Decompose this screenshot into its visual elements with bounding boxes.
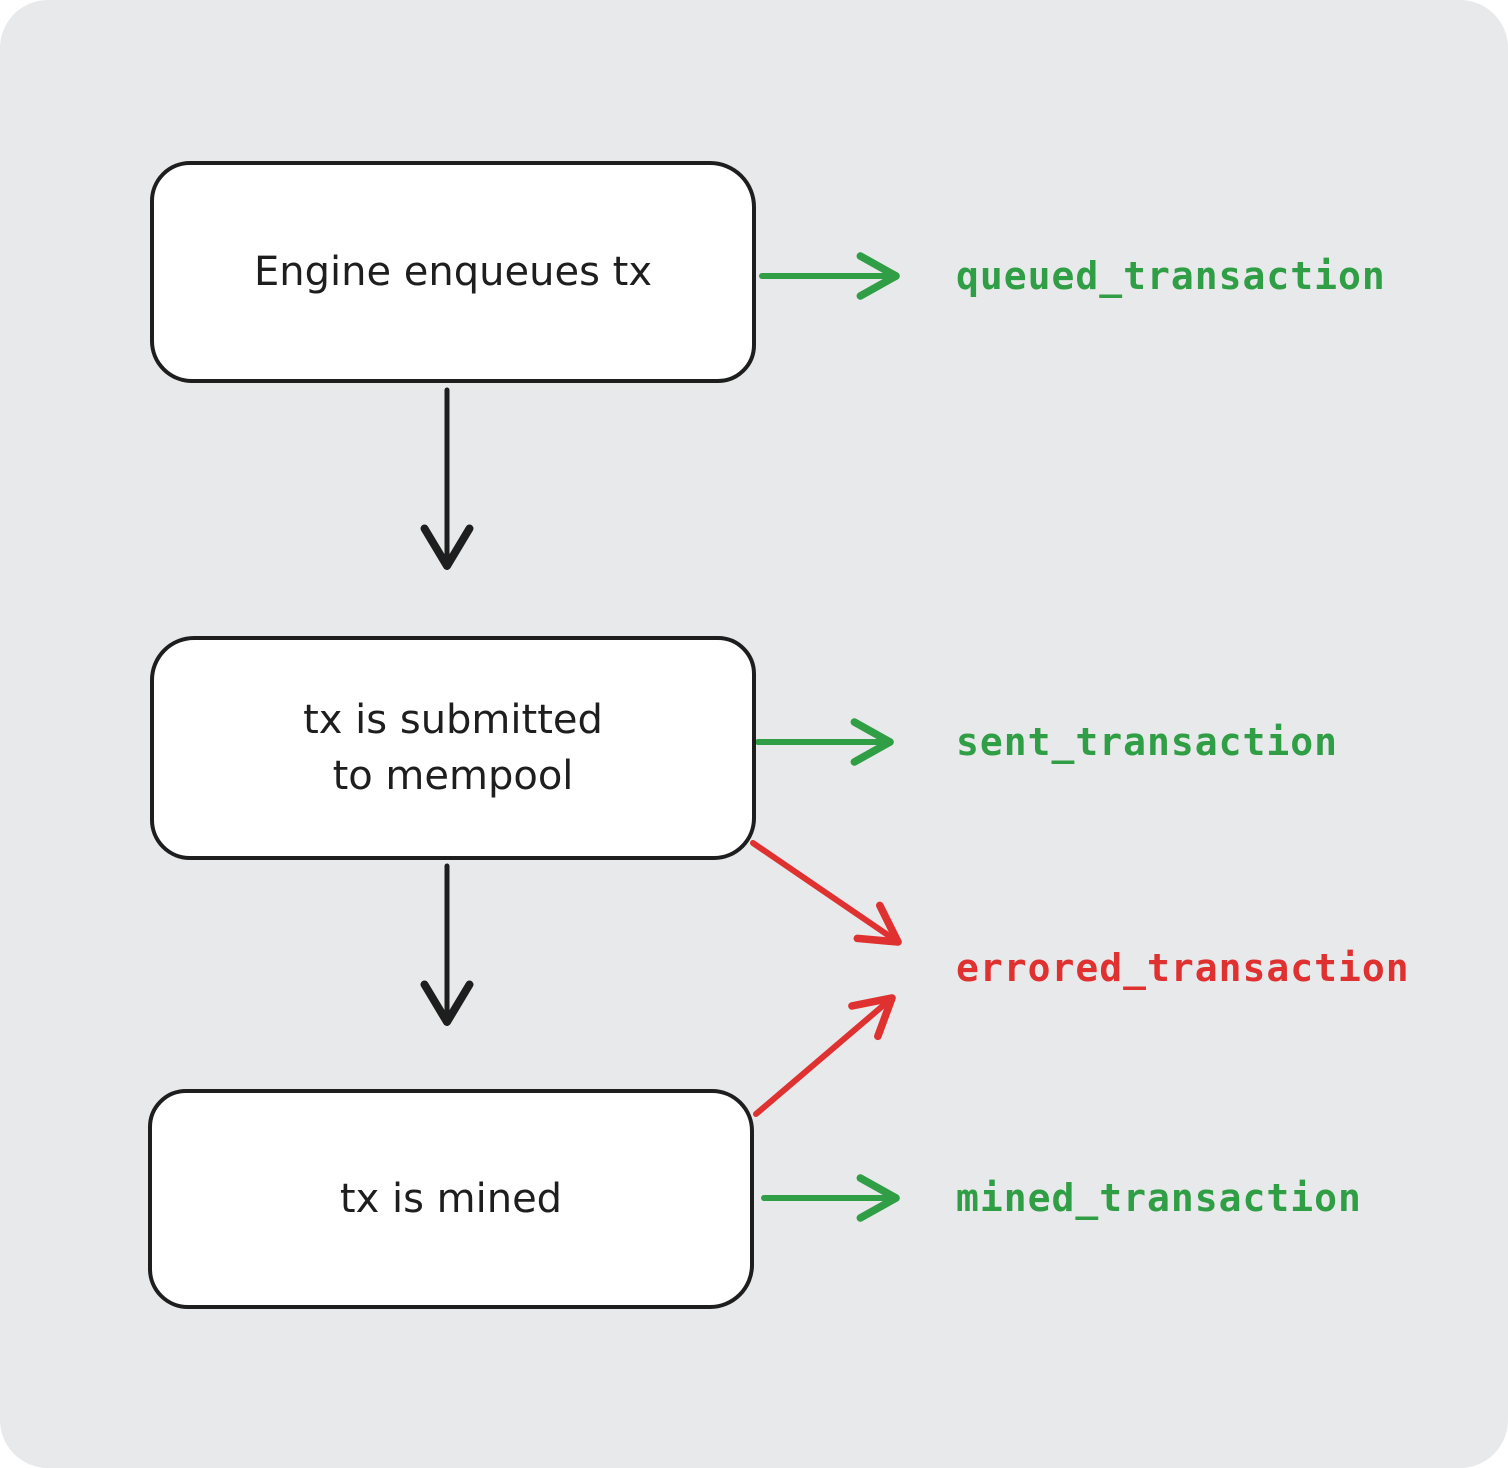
node-label-line1: tx is submitted <box>303 697 603 743</box>
node-engine-enqueues-tx: Engine enqueues tx <box>150 161 756 383</box>
edge-mempool-errored <box>750 840 902 946</box>
event-label-queued-transaction: queued_transaction <box>956 254 1386 298</box>
node-label: tx is mined <box>339 1176 563 1222</box>
event-label-sent-transaction: sent_transaction <box>956 720 1339 764</box>
node-tx-is-mined: tx is mined <box>148 1089 754 1309</box>
node-label-line2: to mempool <box>332 753 574 799</box>
node-tx-submitted-to-mempool: tx is submitted to mempool <box>150 636 756 860</box>
event-label-mined-transaction: mined_transaction <box>956 1176 1362 1220</box>
edge-mined-errored <box>753 994 896 1117</box>
node-label: Engine enqueues tx <box>254 249 652 295</box>
event-label-errored-transaction: errored_transaction <box>956 946 1410 990</box>
